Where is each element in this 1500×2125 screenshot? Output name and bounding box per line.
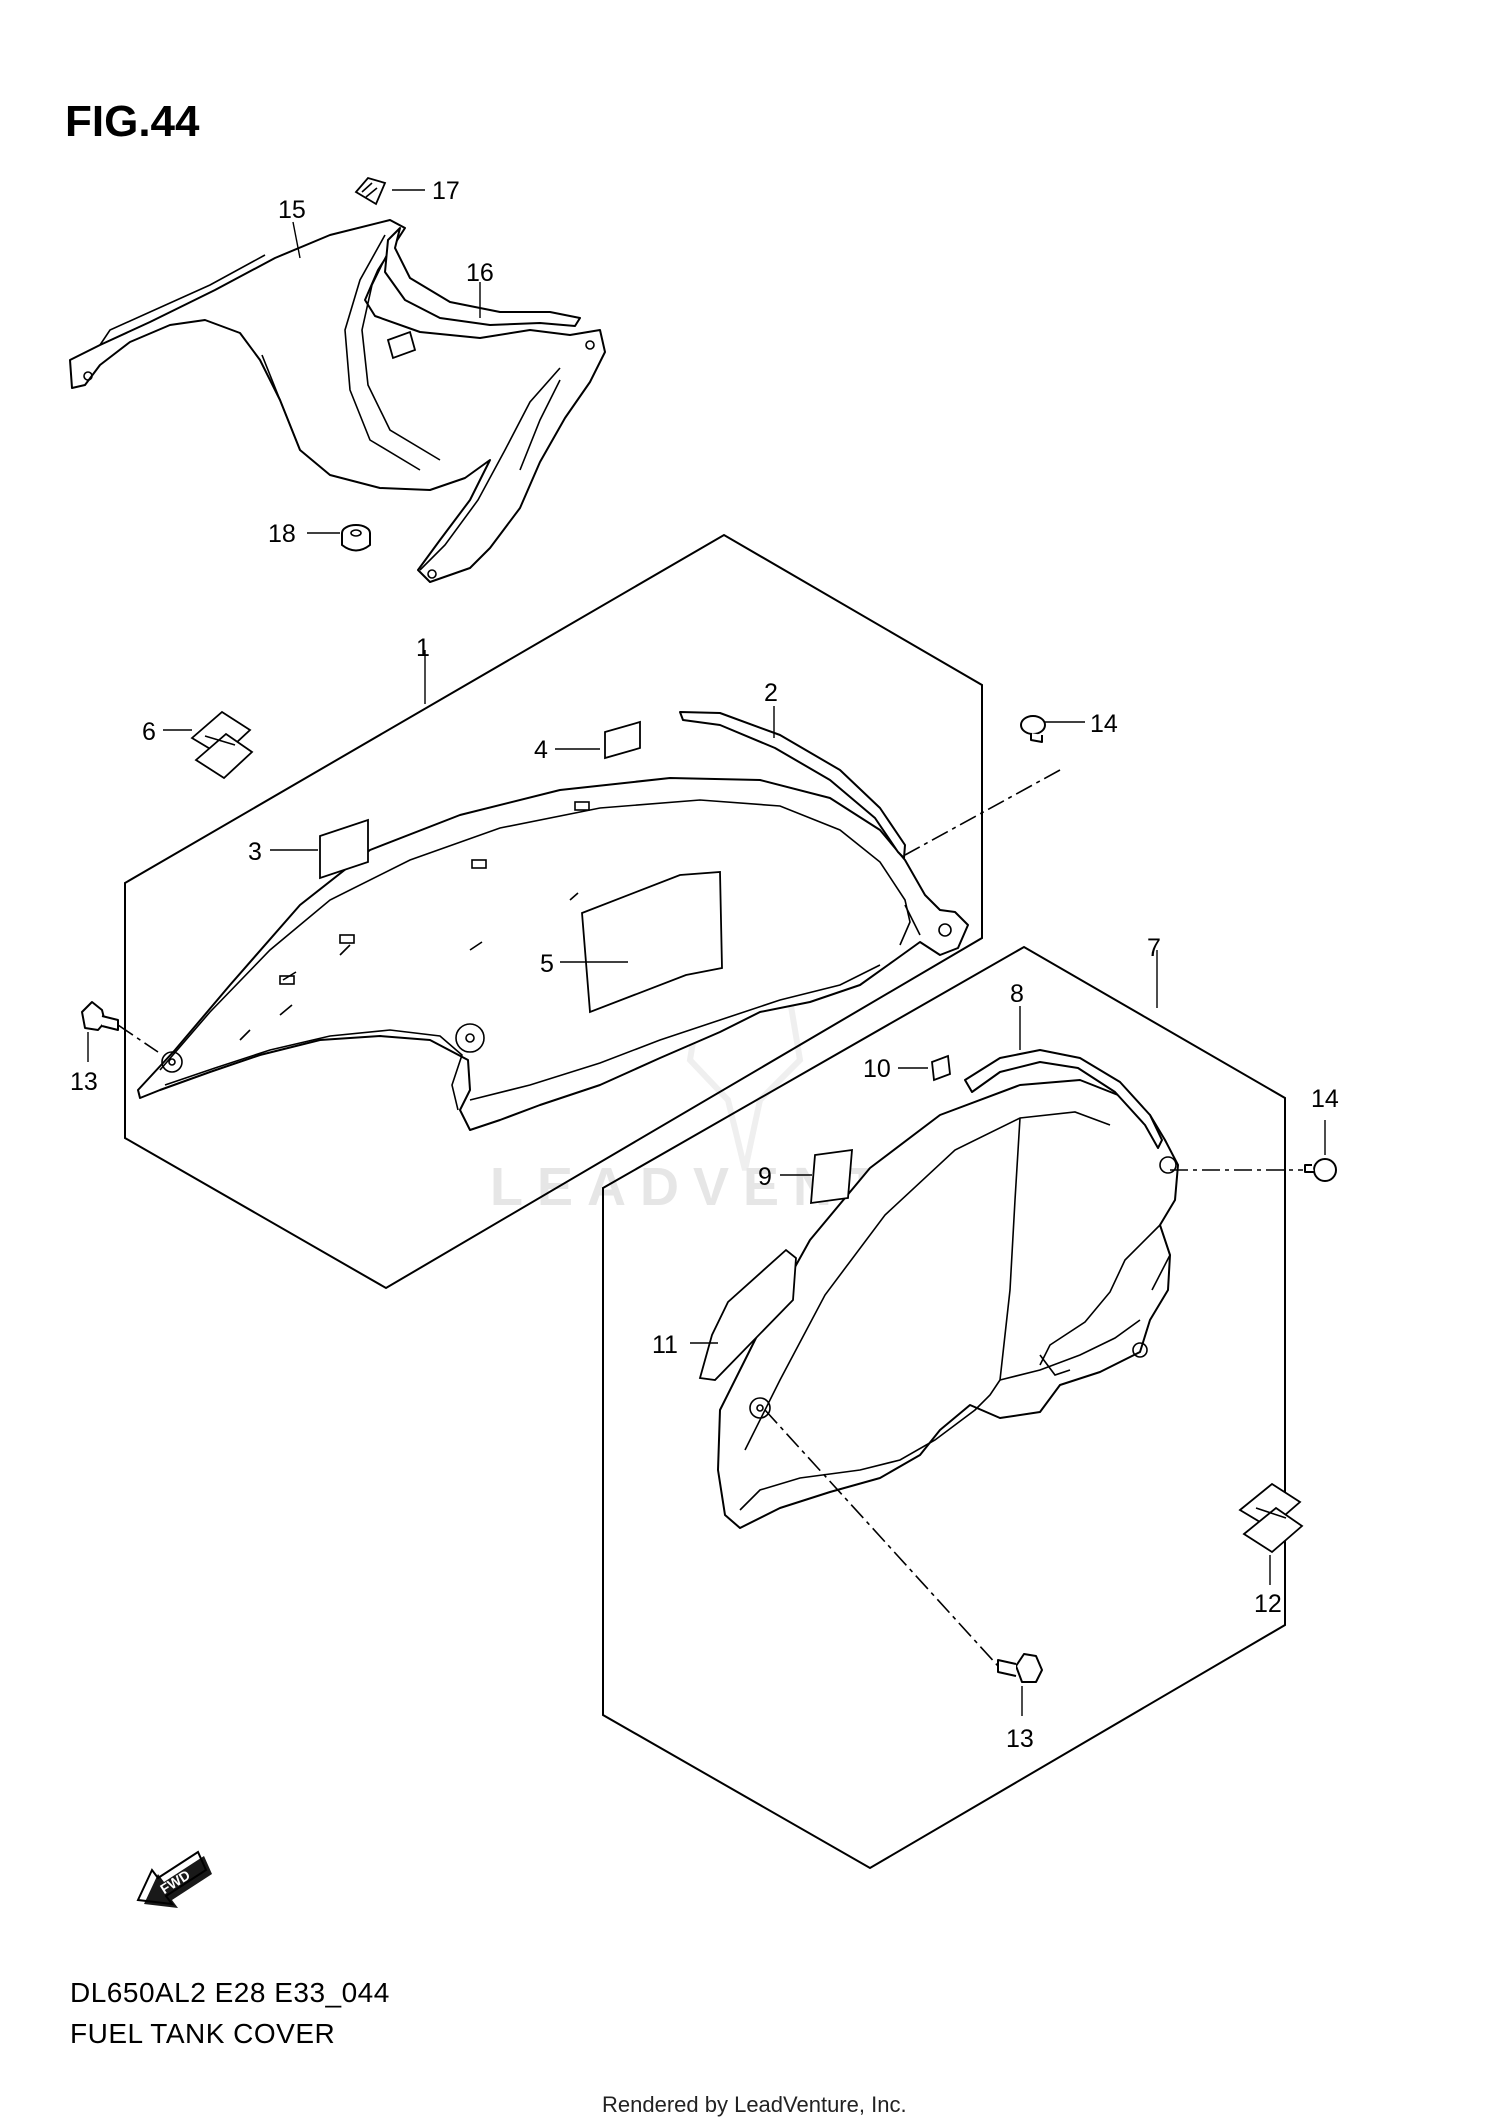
dash-line-13-lower: [764, 1409, 999, 1667]
decal-part-4: [604, 720, 641, 760]
trim-part-16: [384, 227, 581, 327]
screw-part-13-lower: [997, 1653, 1043, 1683]
callout-6: 6: [142, 718, 156, 746]
trim-part-2: [679, 711, 906, 859]
callout-12: 12: [1254, 1590, 1282, 1618]
decal-part-3: [319, 818, 369, 880]
emblem-part-12: [1238, 1482, 1304, 1554]
dash-line-14-upper: [904, 769, 1061, 856]
callout-9: 9: [758, 1163, 772, 1191]
callout-2: 2: [764, 679, 778, 707]
callout-4: 4: [534, 736, 548, 764]
callout-13-left: 13: [70, 1068, 98, 1096]
callout-13-lower: 13: [1006, 1725, 1034, 1753]
tank-cover-left: [137, 777, 969, 1131]
model-code: DL650AL2 E28 E33_044: [70, 1977, 390, 2008]
grommet-part-14-lower: [1304, 1158, 1337, 1182]
callout-16: 16: [466, 259, 494, 287]
label-on-part-15: [386, 330, 417, 360]
callout-5: 5: [540, 950, 554, 978]
decal-part-10: [931, 1054, 951, 1082]
grommet-part-14-upper: [1020, 715, 1046, 743]
callout-11: 11: [652, 1331, 678, 1359]
decal-part-9: [810, 1148, 853, 1205]
callout-3: 3: [248, 838, 262, 866]
trim-part-8: [964, 1049, 1163, 1149]
callout-14-lower: 14: [1311, 1085, 1339, 1113]
decal-part-11: [698, 1248, 797, 1381]
grommet-part-18: [341, 524, 371, 552]
callout-7: 7: [1147, 934, 1161, 962]
callout-14-upper: 14: [1090, 710, 1118, 738]
screw-part-13-left: [81, 1001, 119, 1031]
tank-cover-right: [717, 1079, 1179, 1529]
figure-caption: FUEL TANK COVER: [70, 2018, 335, 2049]
assembly-frame-part-1: [124, 533, 983, 1290]
callout-8: 8: [1010, 980, 1024, 1008]
rendered-by-credit: Rendered by LeadVenture, Inc.: [602, 2092, 907, 2117]
callout-18: 18: [268, 520, 296, 548]
inner-cover-part-15: [69, 219, 606, 583]
callout-10: 10: [863, 1055, 891, 1083]
assembly-frame-part-7: [602, 945, 1286, 1870]
figure-title: FIG.44: [65, 97, 200, 146]
decal-part-5: [581, 871, 723, 1014]
callout-17: 17: [432, 177, 460, 205]
callout-15: 15: [278, 196, 306, 224]
fwd-arrow-icon: FWD: [136, 1850, 212, 1908]
callout-1: 1: [416, 634, 430, 662]
decal-part-17: [354, 176, 387, 206]
emblem-part-6: [190, 710, 254, 780]
dash-line-13-left: [117, 1024, 159, 1053]
